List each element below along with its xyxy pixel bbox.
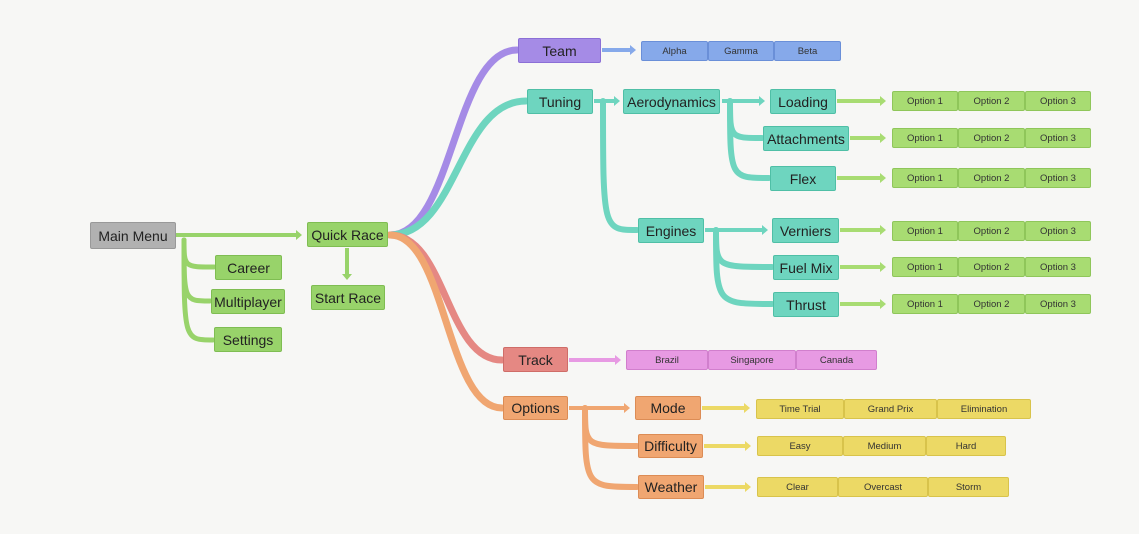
fuel-mix-option[interactable]: Option 1	[892, 257, 958, 277]
career-node[interactable]: Career	[215, 255, 282, 280]
connector	[582, 405, 640, 490]
engines-node[interactable]: Engines	[638, 218, 704, 243]
engines-arrow	[705, 225, 768, 235]
main-menu-node[interactable]: Main Menu	[90, 222, 176, 249]
track-option[interactable]: Canada	[796, 350, 877, 370]
loading-node[interactable]: Loading	[770, 89, 836, 114]
track-option[interactable]: Brazil	[626, 350, 708, 370]
attachments-option[interactable]: Option 3	[1025, 128, 1091, 148]
multiplayer-node[interactable]: Multiplayer	[211, 289, 285, 314]
weather-node[interactable]: Weather	[638, 475, 704, 499]
loading-option[interactable]: Option 2	[958, 91, 1025, 111]
difficulty-option[interactable]: Hard	[926, 436, 1006, 456]
connector	[727, 98, 772, 181]
option-arrow	[850, 133, 886, 143]
option-arrow	[837, 96, 886, 106]
fuel-mix-node[interactable]: Fuel Mix	[773, 255, 839, 280]
aerodynamics-node[interactable]: Aerodynamics	[623, 89, 720, 114]
connector	[386, 231, 506, 412]
weather-option[interactable]: Storm	[928, 477, 1009, 497]
team-option[interactable]: Beta	[774, 41, 841, 61]
difficulty-option[interactable]: Medium	[843, 436, 926, 456]
connector	[713, 227, 775, 307]
option-arrow	[840, 262, 886, 272]
difficulty-arrow	[704, 441, 751, 451]
connector	[386, 231, 506, 364]
connector	[727, 98, 765, 141]
connector	[181, 237, 213, 304]
track-arrow	[569, 355, 621, 365]
options-node[interactable]: Options	[503, 396, 568, 420]
fuel-mix-option[interactable]: Option 3	[1025, 257, 1091, 277]
option-arrow	[840, 225, 886, 235]
option-arrow	[837, 173, 886, 183]
tuning-arrow	[594, 96, 620, 106]
connector	[386, 97, 530, 239]
track-option[interactable]: Singapore	[708, 350, 796, 370]
connector	[386, 46, 521, 239]
attachments-option[interactable]: Option 1	[892, 128, 958, 148]
settings-node[interactable]: Settings	[214, 327, 282, 352]
thrust-node[interactable]: Thrust	[773, 292, 839, 317]
start-race-node[interactable]: Start Race	[311, 285, 385, 310]
team-option[interactable]: Alpha	[641, 41, 708, 61]
tuning-node[interactable]: Tuning	[527, 89, 593, 114]
weather-option[interactable]: Clear	[757, 477, 838, 497]
flex-option[interactable]: Option 1	[892, 168, 958, 188]
main-menu-arrow	[176, 230, 302, 240]
quick-race-arrow	[342, 248, 352, 280]
verniers-option[interactable]: Option 2	[958, 221, 1025, 241]
options-arrow	[569, 403, 630, 413]
mode-node[interactable]: Mode	[635, 396, 701, 420]
mode-option[interactable]: Grand Prix	[844, 399, 937, 419]
loading-option[interactable]: Option 3	[1025, 91, 1091, 111]
flex-option[interactable]: Option 2	[958, 168, 1025, 188]
team-node[interactable]: Team	[518, 38, 601, 63]
quick-race-node[interactable]: Quick Race	[307, 222, 388, 247]
mode-arrow	[702, 403, 750, 413]
verniers-node[interactable]: Verniers	[772, 218, 839, 243]
connector	[181, 237, 217, 270]
aero-arrow	[722, 96, 765, 106]
flex-node[interactable]: Flex	[770, 166, 836, 191]
thrust-option[interactable]: Option 2	[958, 294, 1025, 314]
connector	[600, 98, 640, 233]
option-arrow	[840, 299, 886, 309]
verniers-option[interactable]: Option 1	[892, 221, 958, 241]
weather-arrow	[705, 482, 751, 492]
fuel-mix-option[interactable]: Option 2	[958, 257, 1025, 277]
mode-option[interactable]: Time Trial	[756, 399, 844, 419]
difficulty-option[interactable]: Easy	[757, 436, 843, 456]
attachments-node[interactable]: Attachments	[763, 126, 849, 151]
track-node[interactable]: Track	[503, 347, 568, 372]
verniers-option[interactable]: Option 3	[1025, 221, 1091, 241]
connector	[582, 405, 640, 449]
connector	[713, 227, 775, 270]
mode-option[interactable]: Elimination	[937, 399, 1031, 419]
thrust-option[interactable]: Option 1	[892, 294, 958, 314]
weather-option[interactable]: Overcast	[838, 477, 928, 497]
difficulty-node[interactable]: Difficulty	[638, 434, 703, 458]
loading-option[interactable]: Option 1	[892, 91, 958, 111]
attachments-option[interactable]: Option 2	[958, 128, 1025, 148]
team-option[interactable]: Gamma	[708, 41, 774, 61]
thrust-option[interactable]: Option 3	[1025, 294, 1091, 314]
team-arrow	[602, 45, 636, 55]
flex-option[interactable]: Option 3	[1025, 168, 1091, 188]
connector	[181, 237, 216, 343]
